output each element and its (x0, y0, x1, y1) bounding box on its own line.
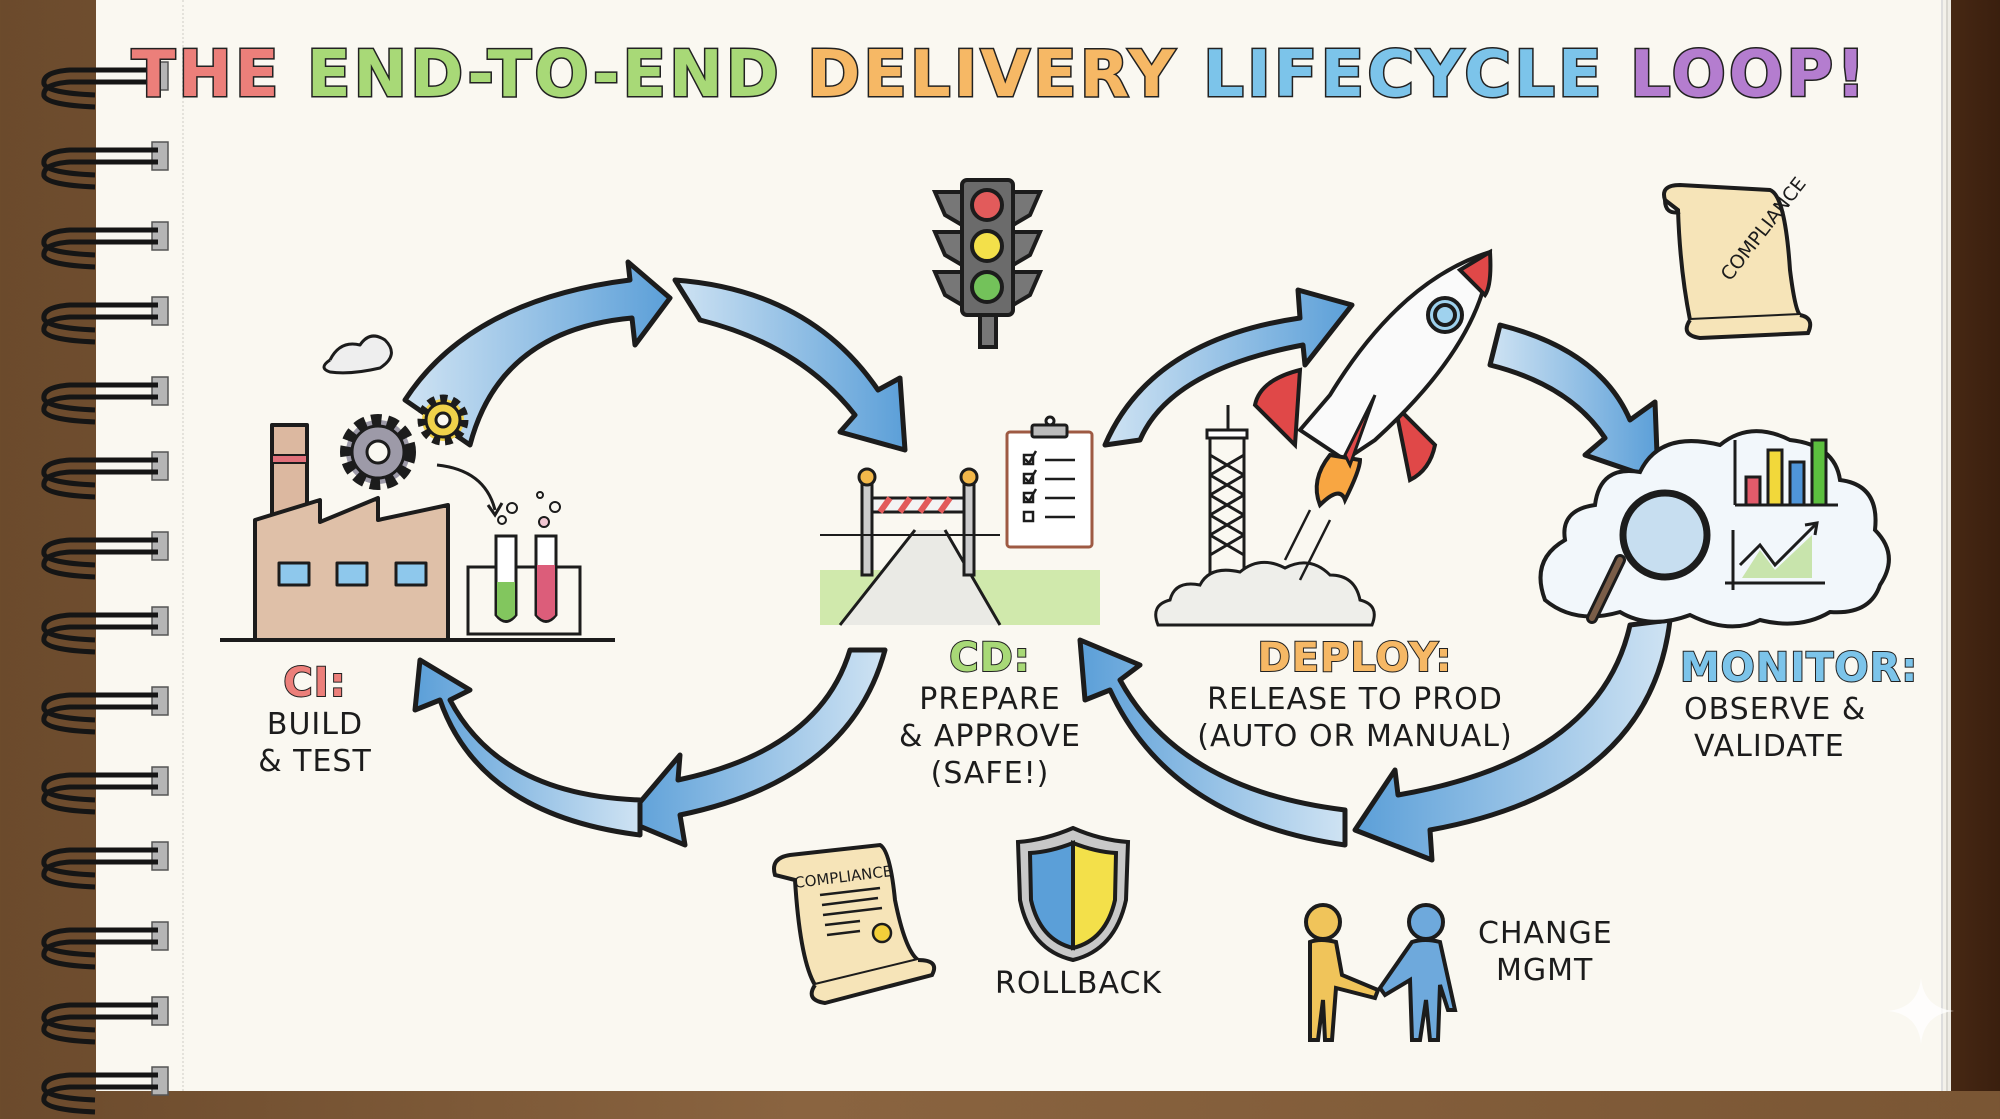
rocket-icon (1252, 248, 1493, 509)
change-mgmt-label: CHANGE MGMT (1478, 915, 1613, 989)
spiral-ring (30, 765, 169, 815)
checklist-clipboard-icon (1005, 415, 1094, 549)
arrow-cd-to-bottom (622, 647, 888, 848)
arrow-top-to-cd (672, 277, 908, 453)
wood-table-right (1940, 0, 2000, 1091)
stage-monitor-heading: MONITOR: (1679, 644, 1919, 692)
launch-smoke-icon (1154, 560, 1376, 627)
title-word: THE (130, 37, 282, 114)
test-tubes-icon (466, 491, 582, 636)
arrow-monitor-to-deploy (1352, 617, 1673, 863)
stage-ci-line: BUILD (266, 707, 364, 742)
spiral-ring (30, 450, 169, 500)
spiral-ring (30, 605, 169, 655)
stage-deploy-line: RELEASE TO PROD (1207, 682, 1503, 717)
compliance-scroll-top-icon (1662, 182, 1813, 341)
gear-icon (340, 394, 469, 490)
change-mgmt-line: MGMT (1496, 953, 1594, 988)
page-perforation (182, 0, 184, 1091)
spiral-ring (30, 375, 169, 425)
stage-ci: CI: BUILD & TEST (255, 659, 375, 780)
stage-ci-line: & TEST (258, 744, 372, 779)
stage-monitor-line: OBSERVE & (1684, 692, 1867, 727)
factory-icon (220, 334, 615, 642)
arrow-cd-to-deploy (1102, 287, 1355, 448)
stage-cd-line: PREPARE (919, 682, 1061, 717)
spiral-ring (30, 220, 169, 270)
spiral-ring (30, 840, 169, 890)
trend-chart-icon (1725, 521, 1825, 590)
spiral-ring (30, 995, 169, 1045)
spiral-ring (30, 685, 169, 735)
bar-chart-icon (1733, 438, 1838, 507)
stage-monitor: MONITOR: OBSERVE & VALIDATE (1679, 644, 1919, 765)
sparkle-icon (1888, 978, 1954, 1044)
rollback-label: ROLLBACK (995, 966, 1163, 1001)
stage-cd: CD: PREPARE & APPROVE (SAFE!) (895, 634, 1085, 792)
stage-cd-line: & APPROVE (898, 719, 1082, 754)
arrow-ci-to-cd-top (402, 259, 673, 448)
handshake-people-icon (1304, 903, 1458, 1042)
change-mgmt-line: CHANGE (1478, 916, 1613, 951)
stage-deploy-line: (AUTO OR MANUAL) (1197, 719, 1513, 754)
arrow-bottom-to-cd (1077, 637, 1348, 848)
title-word: LIFECYCLE (1202, 37, 1605, 114)
title-word: LOOP! (1628, 37, 1869, 114)
spiral-ring (30, 60, 169, 110)
stage-deploy-heading: DEPLOY: (1257, 634, 1453, 682)
shield-icon (1015, 825, 1131, 963)
spiral-ring (30, 530, 169, 580)
rocket-trail-icon (1283, 509, 1332, 581)
lifecycle-diagram: COMPLIANCE COMPLIANCE (220, 173, 1891, 1042)
stage-ci-heading: CI: (282, 659, 347, 707)
launch-tower-icon (1205, 405, 1249, 580)
compliance-scroll-bottom-icon (772, 842, 937, 1006)
loop-arrows (402, 259, 1673, 863)
arrow-deploy-to-monitor (1487, 322, 1661, 483)
traffic-light-icon (931, 178, 1044, 349)
stage-cd-line: (SAFE!) (930, 756, 1050, 791)
barrier-gate-icon (820, 467, 1100, 626)
spiral-ring (30, 920, 169, 970)
spiral-ring (30, 140, 169, 190)
spiral-ring (30, 295, 169, 345)
page-title: THE END-TO-END DELIVERY LIFECYCLE LOOP! (0, 37, 2000, 114)
arrow-bottom-to-ci (412, 657, 643, 838)
flow-arrow-icon (436, 463, 497, 511)
title-word: DELIVERY (806, 37, 1178, 114)
stage-cd-heading: CD: (948, 634, 1031, 682)
cloud-icon (1538, 429, 1891, 629)
magnifier-icon (1586, 489, 1711, 624)
stage-deploy: DEPLOY: RELEASE TO PROD (AUTO OR MANUAL) (1185, 634, 1525, 755)
stage-monitor-line: VALIDATE (1694, 729, 1845, 764)
title-word: END-TO-END (305, 37, 782, 114)
